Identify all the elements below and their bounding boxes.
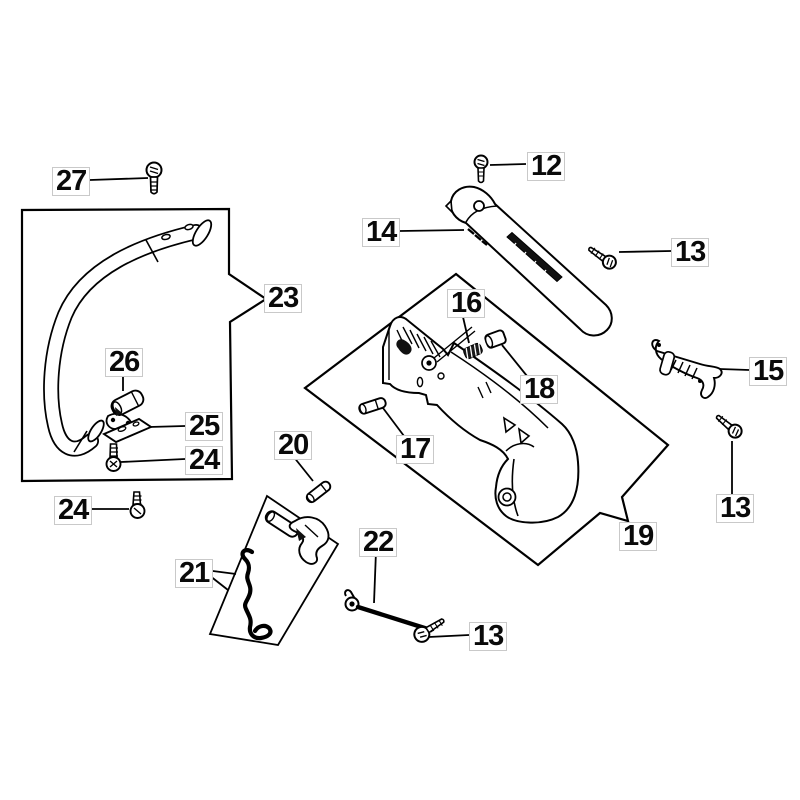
leader-24-inner xyxy=(120,458,186,463)
callout-12: 12 xyxy=(527,152,566,181)
pin-20 xyxy=(305,480,332,504)
callout-21: 21 xyxy=(175,559,214,588)
callout-25: 25 xyxy=(185,412,224,441)
callout-13-upper-right: 13 xyxy=(671,238,710,267)
screw-24-inner xyxy=(105,443,122,472)
leader-lines xyxy=(89,163,750,638)
lockout-lever-14 xyxy=(444,185,613,337)
callout-18: 18 xyxy=(520,375,559,404)
callout-16: 16 xyxy=(447,289,486,318)
leader-14 xyxy=(399,229,465,232)
throttle-trigger-21 xyxy=(264,510,330,565)
leader-16 xyxy=(462,316,470,344)
clamp-part-26 xyxy=(105,389,145,430)
leader-12 xyxy=(489,163,527,166)
leader-25 xyxy=(148,425,186,428)
screw-13-upper xyxy=(588,246,617,270)
callout-20: 20 xyxy=(274,431,313,460)
callout-13-bottom: 13 xyxy=(469,622,508,651)
screw-13-bottom xyxy=(413,618,445,643)
callout-13-right: 13 xyxy=(716,494,755,523)
leader-22 xyxy=(373,550,377,604)
pin-17 xyxy=(358,397,387,415)
leader-18 xyxy=(501,344,528,377)
group-box-19 xyxy=(303,272,670,567)
screw-13-right xyxy=(715,414,743,439)
callout-23: 23 xyxy=(264,284,303,313)
callout-26: 26 xyxy=(105,348,144,377)
screw-12 xyxy=(473,154,489,184)
callout-22: 22 xyxy=(359,528,398,557)
throttle-link-wire-21 xyxy=(240,548,273,641)
leader-13-bottom xyxy=(428,634,470,638)
screw-27 xyxy=(145,161,163,195)
latch-15 xyxy=(651,339,723,399)
leader-13-upper xyxy=(618,250,672,253)
spring-16 xyxy=(463,342,483,360)
callout-15: 15 xyxy=(749,357,788,386)
callout-19: 19 xyxy=(619,522,658,551)
callout-24-inner: 24 xyxy=(185,446,224,475)
callout-27: 27 xyxy=(52,167,91,196)
leader-17 xyxy=(382,407,405,437)
group-box-23 xyxy=(20,207,269,483)
throttle-rod-22 xyxy=(344,589,434,633)
callout-24-lower: 24 xyxy=(54,496,93,525)
bushing-18 xyxy=(484,329,507,349)
screw-24-outer xyxy=(129,491,146,519)
rear-handle-assembly xyxy=(382,316,580,524)
callout-14: 14 xyxy=(362,218,401,247)
leader-15 xyxy=(719,368,750,371)
handlebar-tube xyxy=(43,219,213,457)
callout-17: 17 xyxy=(396,435,435,464)
leader-20 xyxy=(292,455,314,482)
leader-27 xyxy=(89,177,149,181)
